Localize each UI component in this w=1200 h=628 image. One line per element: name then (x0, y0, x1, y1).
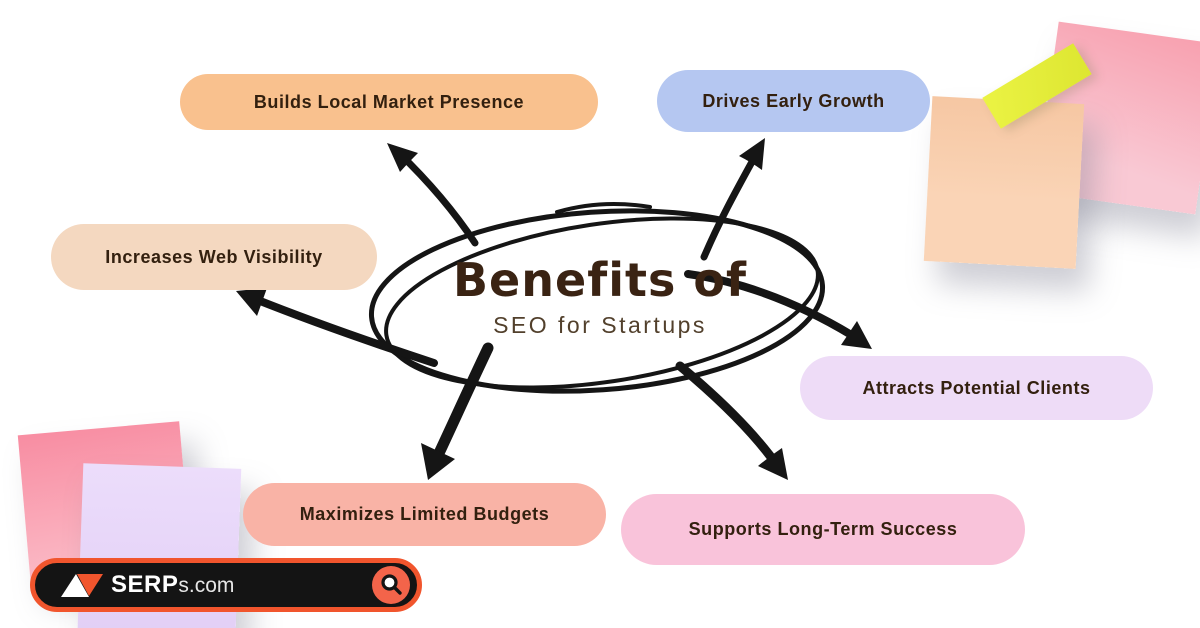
brand-text-suffix: s.com (178, 574, 235, 597)
benefit-pill-maximizes-limited-budgets: Maximizes Limited Budgets (243, 483, 606, 546)
arrow-to-supports-success (675, 361, 784, 473)
serps-triangles-icon (61, 574, 103, 597)
brand-text-bold: SERP (111, 571, 179, 598)
benefit-pill-supports-long-term-success: Supports Long-Term Success (621, 494, 1025, 565)
benefit-pill-attracts-potential-clients: Attracts Potential Clients (800, 356, 1153, 420)
benefit-label: Drives Early Growth (702, 90, 885, 111)
benefit-label: Increases Web Visibility (105, 246, 323, 267)
arrow-to-increases-web (246, 293, 438, 367)
serps-logo-bar[interactable]: SERP s.com (30, 558, 422, 612)
benefit-label: Supports Long-Term Success (688, 519, 958, 539)
page-subtitle: SEO for Startups (493, 312, 707, 339)
benefit-label: Attracts Potential Clients (862, 377, 1091, 398)
arrow-to-drives-early (700, 145, 763, 261)
central-topic: Benefits of SEO for Startups (420, 256, 780, 339)
benefit-label: Maximizes Limited Budgets (299, 504, 550, 524)
benefit-pill-drives-early-growth: Drives Early Growth (657, 70, 930, 132)
arrow-to-maximizes-budgets (427, 342, 494, 472)
page-title: Benefits of (453, 253, 747, 307)
magnifier-glyph (381, 574, 402, 595)
benefit-pill-increases-web-visibility: Increases Web Visibility (51, 224, 377, 290)
benefit-label: Builds Local Market Presence (253, 91, 525, 112)
magnifier-icon[interactable] (372, 566, 410, 604)
benefit-pill-builds-local-market-presence: Builds Local Market Presence (180, 74, 598, 130)
brand-text: SERP s.com (111, 571, 234, 599)
arrow-to-builds-local (394, 148, 479, 247)
